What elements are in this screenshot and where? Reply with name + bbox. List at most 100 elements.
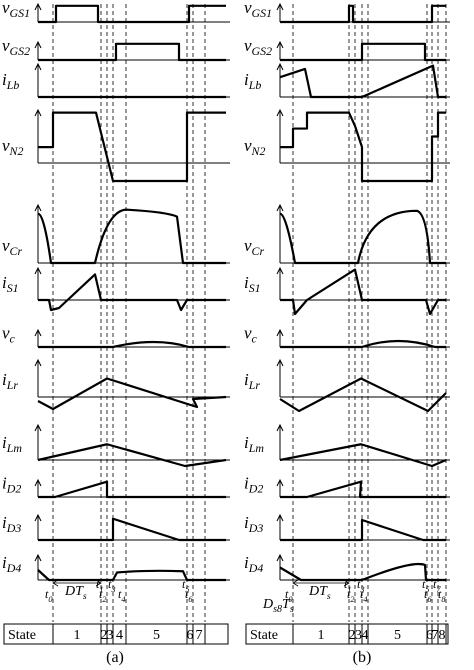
dts-arrowheads	[52, 579, 102, 587]
signal-label-iS1: iS1	[244, 273, 261, 295]
axis-arrow	[276, 40, 284, 49]
time-label-t4: t4	[118, 587, 126, 604]
axis-arrow	[34, 2, 42, 11]
waveform-iLm	[279, 443, 447, 468]
axis-arrow	[34, 266, 42, 275]
axis-arrow	[276, 423, 284, 432]
waveform-iS1	[38, 273, 226, 312]
signal-label-vc: vc	[244, 324, 258, 346]
state-cell-5: 5	[153, 628, 160, 643]
state-cell-2: 2	[101, 628, 108, 643]
state-cell-3: 3	[107, 628, 114, 643]
axis-arrow	[276, 478, 284, 487]
time-label-t0: t0	[285, 587, 293, 604]
time-label-t4: t4	[360, 587, 368, 604]
waveform-vc	[38, 340, 226, 349]
time-label-t1: t1	[96, 577, 104, 594]
axis-arrow	[276, 62, 284, 71]
time-label-t5: t5	[422, 577, 430, 594]
signal-label-iLr: iLr	[2, 370, 18, 392]
axis-arrow	[34, 62, 42, 71]
state-table	[245, 623, 449, 645]
state-label: State	[250, 628, 278, 643]
waveform-iD3	[280, 518, 446, 542]
waveform-iLm	[37, 443, 227, 468]
signal-label-vGS1: vGS1	[2, 0, 30, 20]
signal-label-iD4: iD4	[2, 553, 21, 575]
time-label-t6: t6	[185, 587, 193, 604]
waveform-vCr	[279, 209, 446, 265]
signal-label-vGS1: vGS1	[244, 0, 272, 20]
waveform-iD2	[280, 480, 446, 499]
waveform-vGS1	[38, 4, 226, 24]
time-label-t3: t3	[108, 577, 116, 594]
time-label-t5: t5	[182, 577, 190, 594]
signal-label-vGS2: vGS2	[244, 36, 272, 58]
axis-arrow	[276, 203, 284, 212]
axis-arrow	[34, 328, 42, 337]
waveform-iLb	[279, 64, 446, 99]
signal-label-vCr: vCr	[2, 236, 22, 258]
waveform-iLr	[279, 377, 447, 413]
signal-label-vCr: vCr	[244, 236, 264, 258]
axis-arrow	[276, 553, 284, 562]
waveform-iD2	[38, 480, 226, 499]
time-label-t7: t7	[433, 577, 441, 594]
axis-arrow	[34, 513, 42, 522]
axis-arrow	[276, 266, 284, 275]
annotation-dts: DTs	[308, 584, 331, 602]
axis-arrow	[276, 513, 284, 522]
signal-label-vN2: vN2	[244, 136, 265, 158]
signal-label-vc: vc	[2, 324, 16, 346]
axis-arrow	[276, 358, 284, 367]
signal-label-iD4: iD4	[244, 553, 263, 575]
state-cell-4: 4	[116, 628, 123, 643]
state-cell-1: 1	[74, 628, 81, 643]
axis-arrow	[34, 423, 42, 432]
signal-label-iD3: iD3	[2, 513, 21, 535]
signal-label-vGS2: vGS2	[2, 36, 30, 58]
time-label-t6: t6	[424, 587, 432, 604]
waveform-iD4	[37, 569, 226, 582]
axis-arrow	[34, 40, 42, 49]
state-cell-6: 6	[426, 628, 433, 643]
state-cell-3: 3	[355, 628, 362, 643]
state-cell-6: 6	[187, 628, 194, 643]
state-cell-7: 7	[196, 628, 203, 643]
waveform-iD3	[38, 517, 226, 542]
time-label-t8: t8	[438, 587, 446, 604]
waveform-vN2	[280, 111, 446, 183]
signal-label-iS1: iS1	[2, 273, 19, 295]
waveform-vN2	[38, 111, 226, 183]
state-cell-2: 2	[349, 628, 356, 643]
dts-arrowheads	[292, 579, 350, 587]
state-cell-7: 7	[432, 628, 439, 643]
panel-a: vGS1vGS2iLbvN2vCriS1vciLriLmiD2iD3iD4t0t…	[2, 0, 230, 666]
signal-label-iLr: iLr	[244, 370, 260, 392]
panel-caption: (b)	[353, 649, 372, 666]
signal-label-iLb: iLb	[244, 70, 261, 92]
state-label: State	[8, 628, 36, 643]
annotation-ds8ts: Ds8Ts	[262, 597, 294, 615]
signal-label-iLm: iLm	[2, 433, 22, 455]
panel-b: vGS1vGS2iLbvN2vCriS1vciLriLmiD2iD3iD4t0t…	[244, 0, 450, 666]
axis-arrow	[276, 108, 284, 117]
panel-caption: (a)	[106, 649, 124, 666]
signal-label-vN2: vN2	[2, 136, 23, 158]
axis-arrow	[276, 2, 284, 11]
state-cell-4: 4	[362, 628, 369, 643]
waveform-vGS1	[280, 4, 446, 24]
waveform-vGS2	[38, 42, 226, 62]
axis-arrow	[34, 553, 42, 562]
waveform-vCr	[37, 208, 226, 265]
time-label-t1: t1	[344, 577, 352, 594]
state-cell-5: 5	[394, 628, 401, 643]
waveform-vc	[280, 339, 446, 349]
state-cell-8: 8	[439, 628, 446, 643]
waveform-vGS2	[280, 42, 446, 62]
waveform-iLr	[37, 377, 227, 411]
state-table	[3, 623, 229, 645]
time-label-t0: t0	[45, 587, 53, 604]
time-label-t2: t2	[99, 587, 107, 604]
